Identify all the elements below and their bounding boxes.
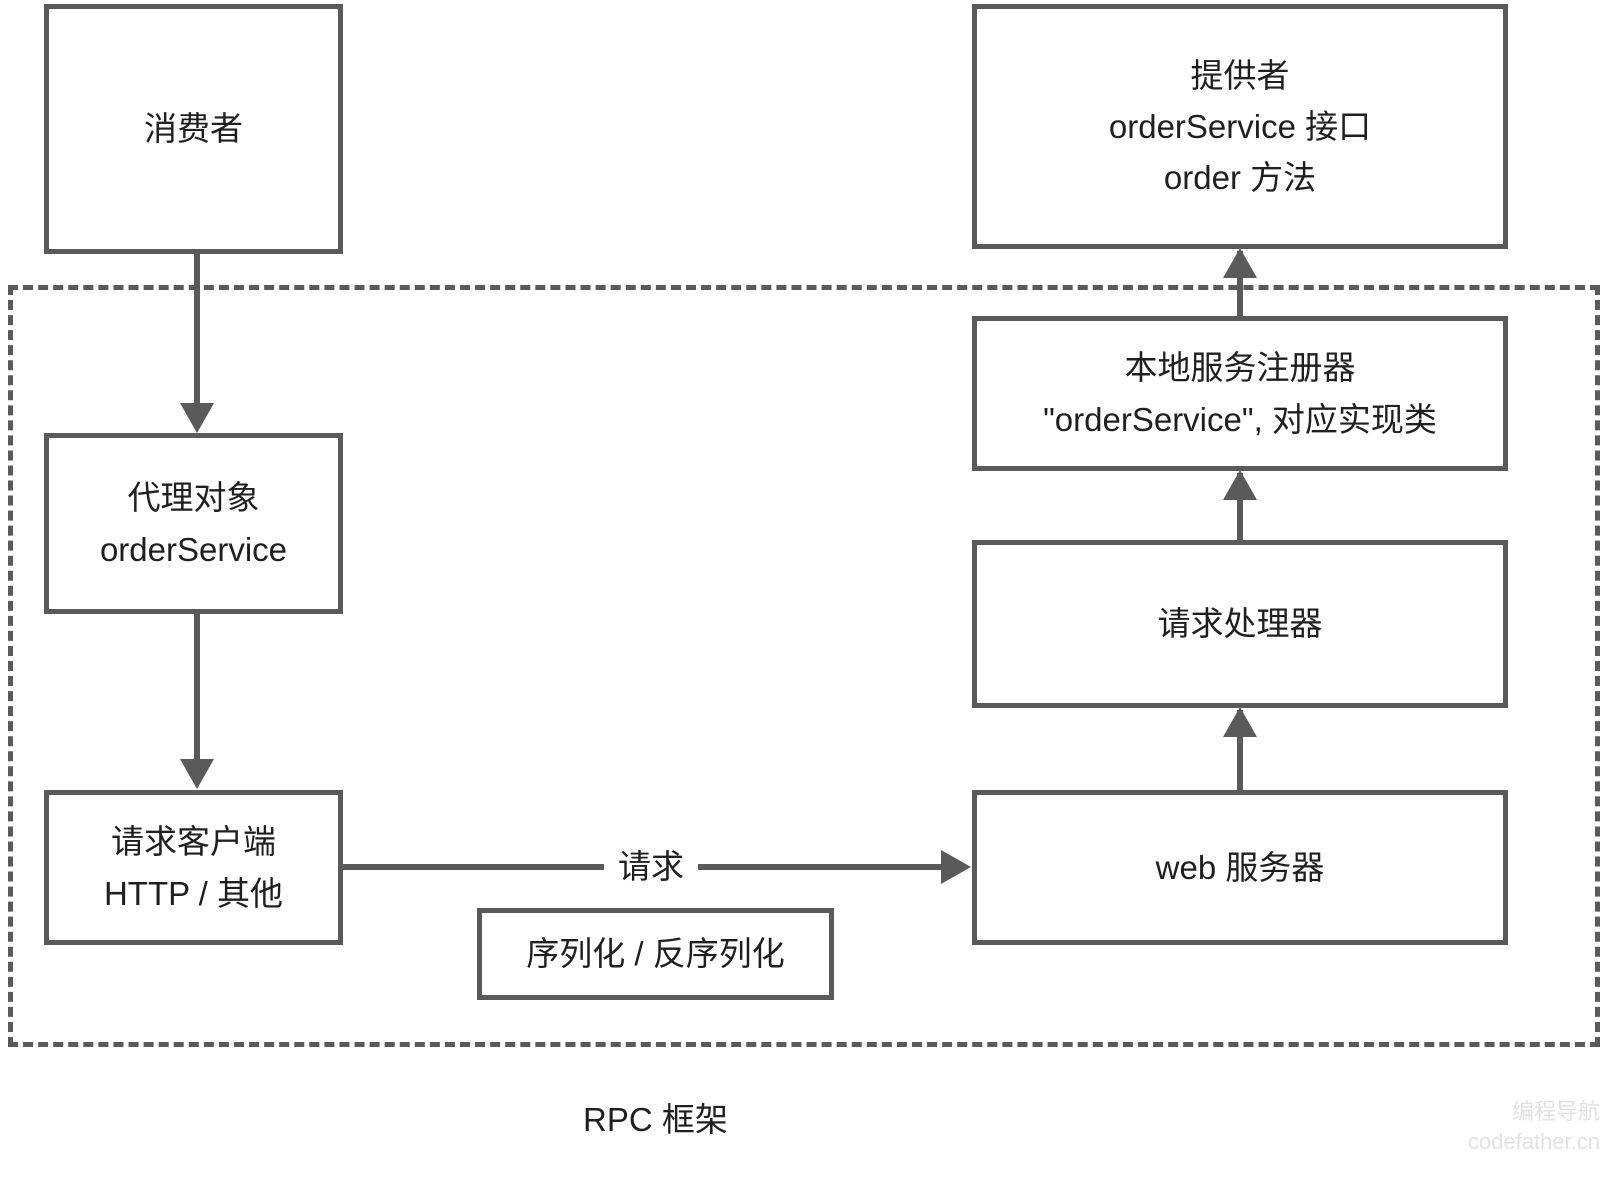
node-request-client[interactable]: 请求客户端 HTTP / 其他 [44,790,343,945]
watermark-line-1: 编程导航 [1511,1099,1600,1124]
edge-webserver-to-handler [1237,710,1243,792]
rpc-framework-boundary [8,285,1600,1047]
arrow-down-icon-proxy-to-client [180,759,214,789]
node-web-server[interactable]: web 服务器 [972,790,1508,945]
node-request-handler[interactable]: 请求处理器 [972,540,1508,708]
arrow-up-icon-registry-to-provider [1223,248,1257,278]
node-local-service-registry[interactable]: 本地服务注册器 "orderService", 对应实现类 [972,316,1508,471]
node-consumer[interactable]: 消费者 [44,4,343,254]
edge-registry-to-provider [1237,251,1243,319]
node-serialization-line-1: 序列化 / 反序列化 [526,935,785,973]
node-local-service-registry-line-1: 本地服务注册器 [1124,349,1356,387]
node-serialization[interactable]: 序列化 / 反序列化 [477,908,834,1000]
node-proxy-object-line-2: orderService [99,530,288,568]
node-web-server-line-1: web 服务器 [1155,848,1325,886]
arrow-up-icon-webserver-to-handler [1223,707,1257,737]
watermark-line-2: codefather.cn [1467,1128,1600,1154]
node-provider-line-2: orderService 接口 [1108,107,1372,145]
arrow-up-icon-handler-to-registry [1223,470,1257,500]
edge-consumer-to-proxy [194,254,200,406]
arrow-right-icon-client-to-webserver [941,850,971,884]
diagram-caption: RPC 框架 [583,1101,728,1138]
node-provider[interactable]: 提供者 orderService 接口 order 方法 [972,4,1508,249]
node-provider-line-3: order 方法 [1163,159,1317,197]
edge-label-request: 请求 [604,840,698,888]
watermark: 编程导航 codefather.cn [1468,1097,1600,1156]
node-consumer-line-1: 消费者 [144,110,243,148]
node-proxy-object[interactable]: 代理对象 orderService [44,433,343,614]
arrow-down-icon-consumer-to-proxy [180,403,214,433]
node-request-handler-line-1: 请求处理器 [1157,605,1323,643]
node-proxy-object-line-1: 代理对象 [127,479,260,517]
node-local-service-registry-line-2: "orderService", 对应实现类 [1043,400,1437,438]
node-request-client-line-2: HTTP / 其他 [103,874,284,912]
edge-proxy-to-client [194,614,200,762]
node-provider-line-1: 提供者 [1190,56,1290,94]
edge-handler-to-registry [1237,473,1243,543]
node-request-client-line-1: 请求客户端 [111,823,276,861]
